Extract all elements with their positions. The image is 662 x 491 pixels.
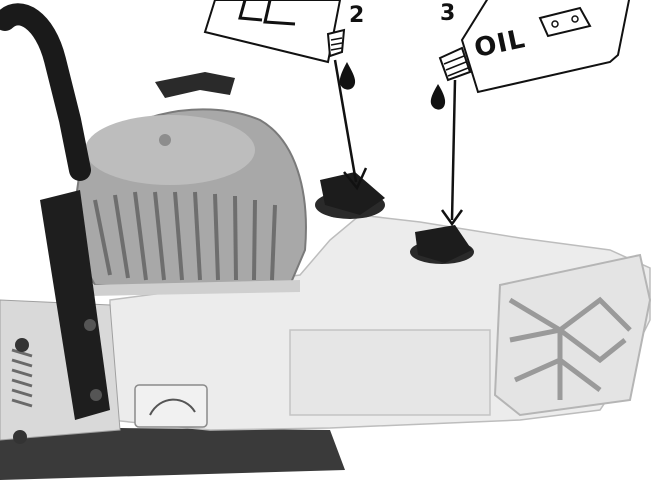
starter-cover-top (85, 115, 255, 185)
guard-bolt (84, 319, 96, 331)
spring-bolt (15, 338, 29, 352)
spring-bolt (13, 430, 27, 444)
oil-symbol-plate (135, 385, 207, 427)
starter-center-screw (159, 134, 171, 146)
step-number-fuel: 2 (349, 5, 364, 27)
side-panel (290, 330, 490, 415)
step-number-oil: 3 (440, 3, 455, 25)
guard-bolt (90, 389, 102, 401)
